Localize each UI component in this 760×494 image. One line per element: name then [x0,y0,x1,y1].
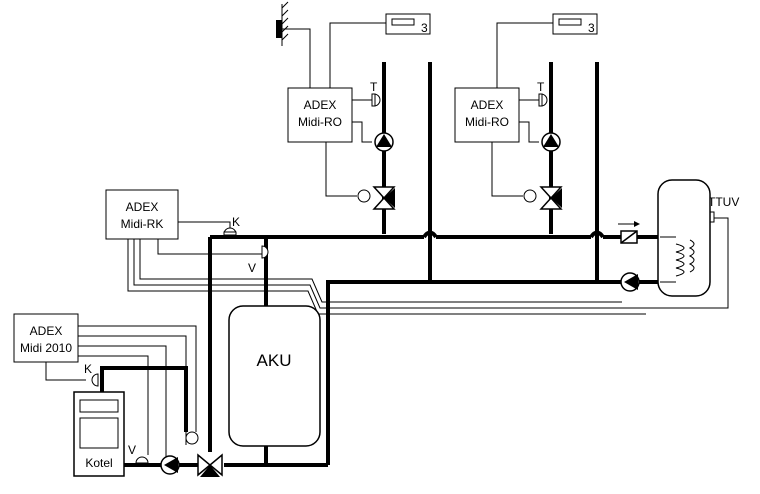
sensor-v-boiler: V [128,443,149,464]
sensor-k-rk: K [223,215,240,236]
boiler-kotel-label: Kotel [85,456,112,470]
mixing-valve-icon [357,186,396,210]
check-valve-icon [618,221,640,244]
sensor-v-rk-label: V [248,261,256,275]
pump-icon [541,132,561,152]
mixing-valve-icon [523,186,563,210]
dhw-tank [657,179,711,297]
pipes [100,62,660,467]
sensor-v-boiler-label: V [128,443,136,457]
sensor-v-rk: V [248,245,269,275]
controller-ro-left-line1: ADEX [304,98,337,112]
controller-rk-line2: Midi-RK [121,217,164,231]
signal-wires [45,22,729,460]
pump-icon [374,132,394,152]
sensor-t-right-label: T [537,80,545,94]
mixing-valve-icon [185,431,223,477]
controller-rk-line1: ADEX [126,200,159,214]
aku-tank: AKU [228,305,321,447]
outdoor-sensor-icon [276,1,289,46]
sensor-k-rk-label: K [232,215,240,229]
aku-tank-label: AKU [257,351,292,370]
controller-ro-left: ADEX Midi-RO [287,87,353,143]
pump-icon [620,272,640,292]
controller-midi2010: ADEX Midi 2010 [13,313,79,363]
sensor-k-boiler: K [84,362,99,387]
svg-text:3: 3 [421,21,428,35]
controller-midi2010-line2: Midi 2010 [20,341,72,355]
sensor-t-left-label: T [370,80,378,94]
room-unit-right: 3 [552,13,598,35]
pump-icon [160,455,180,475]
controller-ro-right-line2: Midi-RO [465,115,509,129]
controller-midi2010-line1: ADEX [30,324,63,338]
boiler-kotel: Kotel [73,391,125,477]
controller-ro-right: ADEX Midi-RO [454,87,520,143]
room-unit-left: 3 [385,13,431,35]
sensor-t-left: T [370,80,381,107]
sensor-ttuv-label: TTUV [708,195,739,209]
controller-rk: ADEX Midi-RK [105,189,179,240]
sensor-k-boiler-label: K [84,362,92,376]
sensor-t-right: T [537,80,548,107]
controller-ro-right-line1: ADEX [471,98,504,112]
controller-ro-left-line2: Midi-RO [298,115,342,129]
svg-text:3: 3 [588,21,595,35]
